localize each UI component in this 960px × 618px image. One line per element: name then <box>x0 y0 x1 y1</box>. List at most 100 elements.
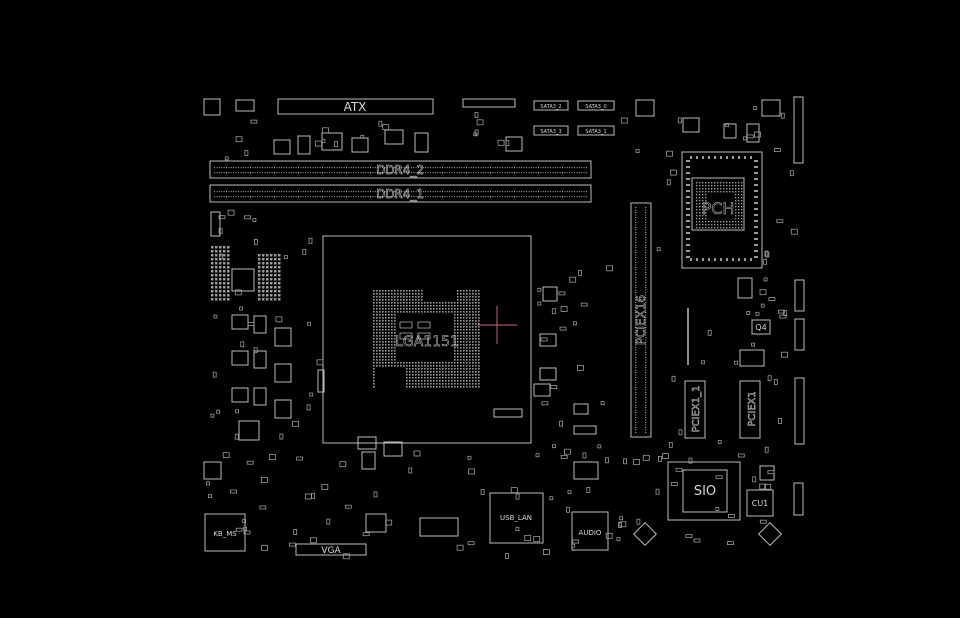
pad <box>415 377 417 379</box>
kb-ms-port[interactable] <box>204 513 246 552</box>
header-connector[interactable] <box>462 98 516 108</box>
pad <box>391 191 393 193</box>
side-header[interactable] <box>794 279 805 312</box>
choke[interactable] <box>274 327 292 347</box>
pad <box>559 420 563 427</box>
pad <box>420 167 422 169</box>
small-ic[interactable] <box>365 513 387 533</box>
cpu-center-ics <box>399 321 431 340</box>
pad <box>463 302 465 304</box>
pad <box>388 296 390 298</box>
small-ic[interactable] <box>761 99 781 117</box>
vrm-controller[interactable] <box>231 268 255 292</box>
small-ic[interactable] <box>351 137 369 153</box>
small-ic[interactable] <box>533 383 551 397</box>
ddr4-slot-2[interactable] <box>209 160 592 179</box>
pad <box>382 299 384 301</box>
pad <box>270 254 273 257</box>
side-header[interactable] <box>793 482 804 516</box>
pad <box>537 287 542 292</box>
small-connector[interactable] <box>210 211 221 237</box>
q4-transistor[interactable] <box>751 319 771 335</box>
small-ic[interactable] <box>635 99 655 117</box>
small-ic[interactable] <box>297 135 311 155</box>
pad <box>720 156 722 159</box>
small-ic[interactable] <box>746 123 760 143</box>
pad <box>430 371 432 373</box>
mosfet[interactable] <box>253 350 267 369</box>
pad <box>219 294 222 297</box>
ddr4-slot-1[interactable] <box>209 184 592 203</box>
audio-port[interactable] <box>571 511 609 551</box>
mosfet[interactable] <box>231 314 249 330</box>
sio-outline[interactable] <box>667 461 741 521</box>
diamond-ic[interactable] <box>757 521 783 547</box>
pad <box>397 362 399 364</box>
small-ic[interactable] <box>542 286 558 302</box>
pad <box>439 172 441 174</box>
small-ic[interactable] <box>384 129 404 145</box>
small-ic[interactable] <box>414 132 429 153</box>
diamond-ic[interactable] <box>632 521 658 547</box>
small-ic[interactable] <box>573 461 599 480</box>
side-header[interactable] <box>794 318 805 351</box>
small-ic[interactable] <box>759 465 775 481</box>
pad <box>466 383 468 385</box>
small-ic[interactable] <box>539 333 557 347</box>
small-ic[interactable] <box>357 436 377 450</box>
small-ic[interactable] <box>273 139 291 155</box>
small-ic[interactable] <box>682 117 700 133</box>
front-panel-header[interactable] <box>793 96 804 164</box>
pad <box>538 196 539 198</box>
pad <box>702 182 704 184</box>
choke[interactable] <box>274 363 292 383</box>
small-ic[interactable] <box>723 123 737 139</box>
atx-connector[interactable] <box>277 98 434 115</box>
mosfet[interactable] <box>253 387 267 406</box>
pad <box>262 278 265 281</box>
small-ic[interactable] <box>573 403 589 415</box>
vga-port[interactable] <box>295 543 367 556</box>
pad <box>379 302 381 304</box>
small-ic[interactable] <box>383 441 403 457</box>
small-ic[interactable] <box>361 451 376 470</box>
pciex1-slot-2[interactable] <box>739 380 761 439</box>
choke[interactable] <box>274 399 292 419</box>
pad <box>635 399 637 401</box>
pciex1-slot-1[interactable] <box>684 380 706 439</box>
pch-outline[interactable] <box>681 151 763 269</box>
mosfet[interactable] <box>231 387 249 403</box>
small-ic[interactable] <box>505 136 523 152</box>
pad <box>482 167 484 169</box>
choke[interactable] <box>238 420 260 441</box>
pad <box>400 308 402 310</box>
small-ic[interactable] <box>573 425 597 435</box>
cpu-socket-outline[interactable] <box>322 235 532 444</box>
mosfet[interactable] <box>253 315 267 334</box>
pad <box>422 172 424 174</box>
pad <box>329 172 331 174</box>
pad <box>635 272 637 273</box>
sio-chip[interactable] <box>682 469 728 513</box>
pad <box>219 290 222 293</box>
pad <box>278 254 281 257</box>
pad <box>720 227 722 229</box>
sata-connector-4[interactable] <box>577 125 615 136</box>
small-ic[interactable] <box>737 277 753 299</box>
small-ic[interactable] <box>235 99 255 112</box>
corner-component[interactable] <box>203 461 222 480</box>
pciex16-slot[interactable] <box>630 202 652 438</box>
header-connector[interactable] <box>419 517 459 537</box>
side-header[interactable] <box>794 377 805 445</box>
corner-component[interactable] <box>203 98 221 116</box>
sata-connector-3[interactable] <box>533 125 569 136</box>
sata-connector-1[interactable] <box>533 100 569 111</box>
small-ic[interactable] <box>539 367 557 381</box>
small-ic[interactable] <box>739 349 765 367</box>
mosfet[interactable] <box>231 350 249 366</box>
sata-connector-2[interactable] <box>577 100 615 111</box>
cu1-chip[interactable] <box>746 489 774 517</box>
pad <box>376 317 378 319</box>
pch-chip[interactable] <box>691 177 745 231</box>
pad <box>469 386 471 388</box>
